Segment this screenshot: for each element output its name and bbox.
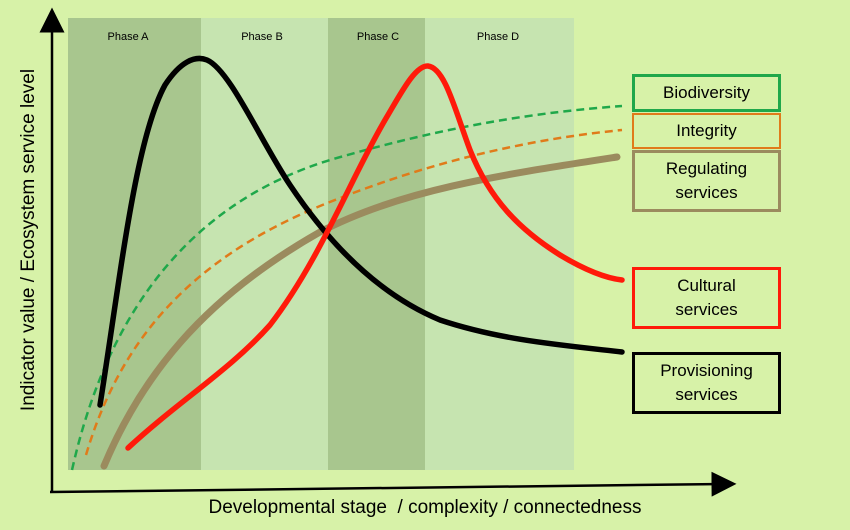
- phase-band-a: [68, 18, 201, 470]
- legend-regulating-services-label: Regulating services: [665, 159, 748, 202]
- legend-integrity: Integrity: [632, 113, 781, 149]
- curve-integrity: [84, 128, 623, 456]
- phase-label-b: Phase B: [241, 31, 283, 43]
- y-axis-label-text: Indicator value / Ecosystem service leve…: [18, 68, 39, 412]
- phase-band-b: [201, 18, 328, 470]
- phase-label-d: Phase D: [477, 31, 519, 43]
- phase-label-a: Phase A: [108, 31, 150, 43]
- legend-provisioning-services: Provisioning services: [632, 352, 781, 414]
- x-axis-label: Developmental stage / complexity / conne…: [208, 497, 642, 518]
- curve-provisioning-services: [97, 55, 625, 408]
- legend-integrity-label: Integrity: [676, 121, 737, 140]
- legend-biodiversity: Biodiversity: [632, 74, 781, 112]
- legend-biodiversity-label: Biodiversity: [663, 83, 750, 102]
- x-axis: [49, 471, 737, 497]
- curve-cultural-services: [125, 63, 625, 451]
- curve-biodiversity: [70, 104, 623, 471]
- phase-label-c: Phase C: [357, 31, 399, 43]
- legend-cultural-services: Cultural services: [632, 267, 781, 329]
- legend-cultural-services-label: Cultural services: [675, 276, 738, 319]
- legend-provisioning-services-label: Provisioning services: [660, 361, 753, 404]
- legend-regulating-services: Regulating services: [632, 150, 781, 212]
- phase-band-c: [328, 18, 425, 470]
- curve-regulating-services: [100, 153, 621, 470]
